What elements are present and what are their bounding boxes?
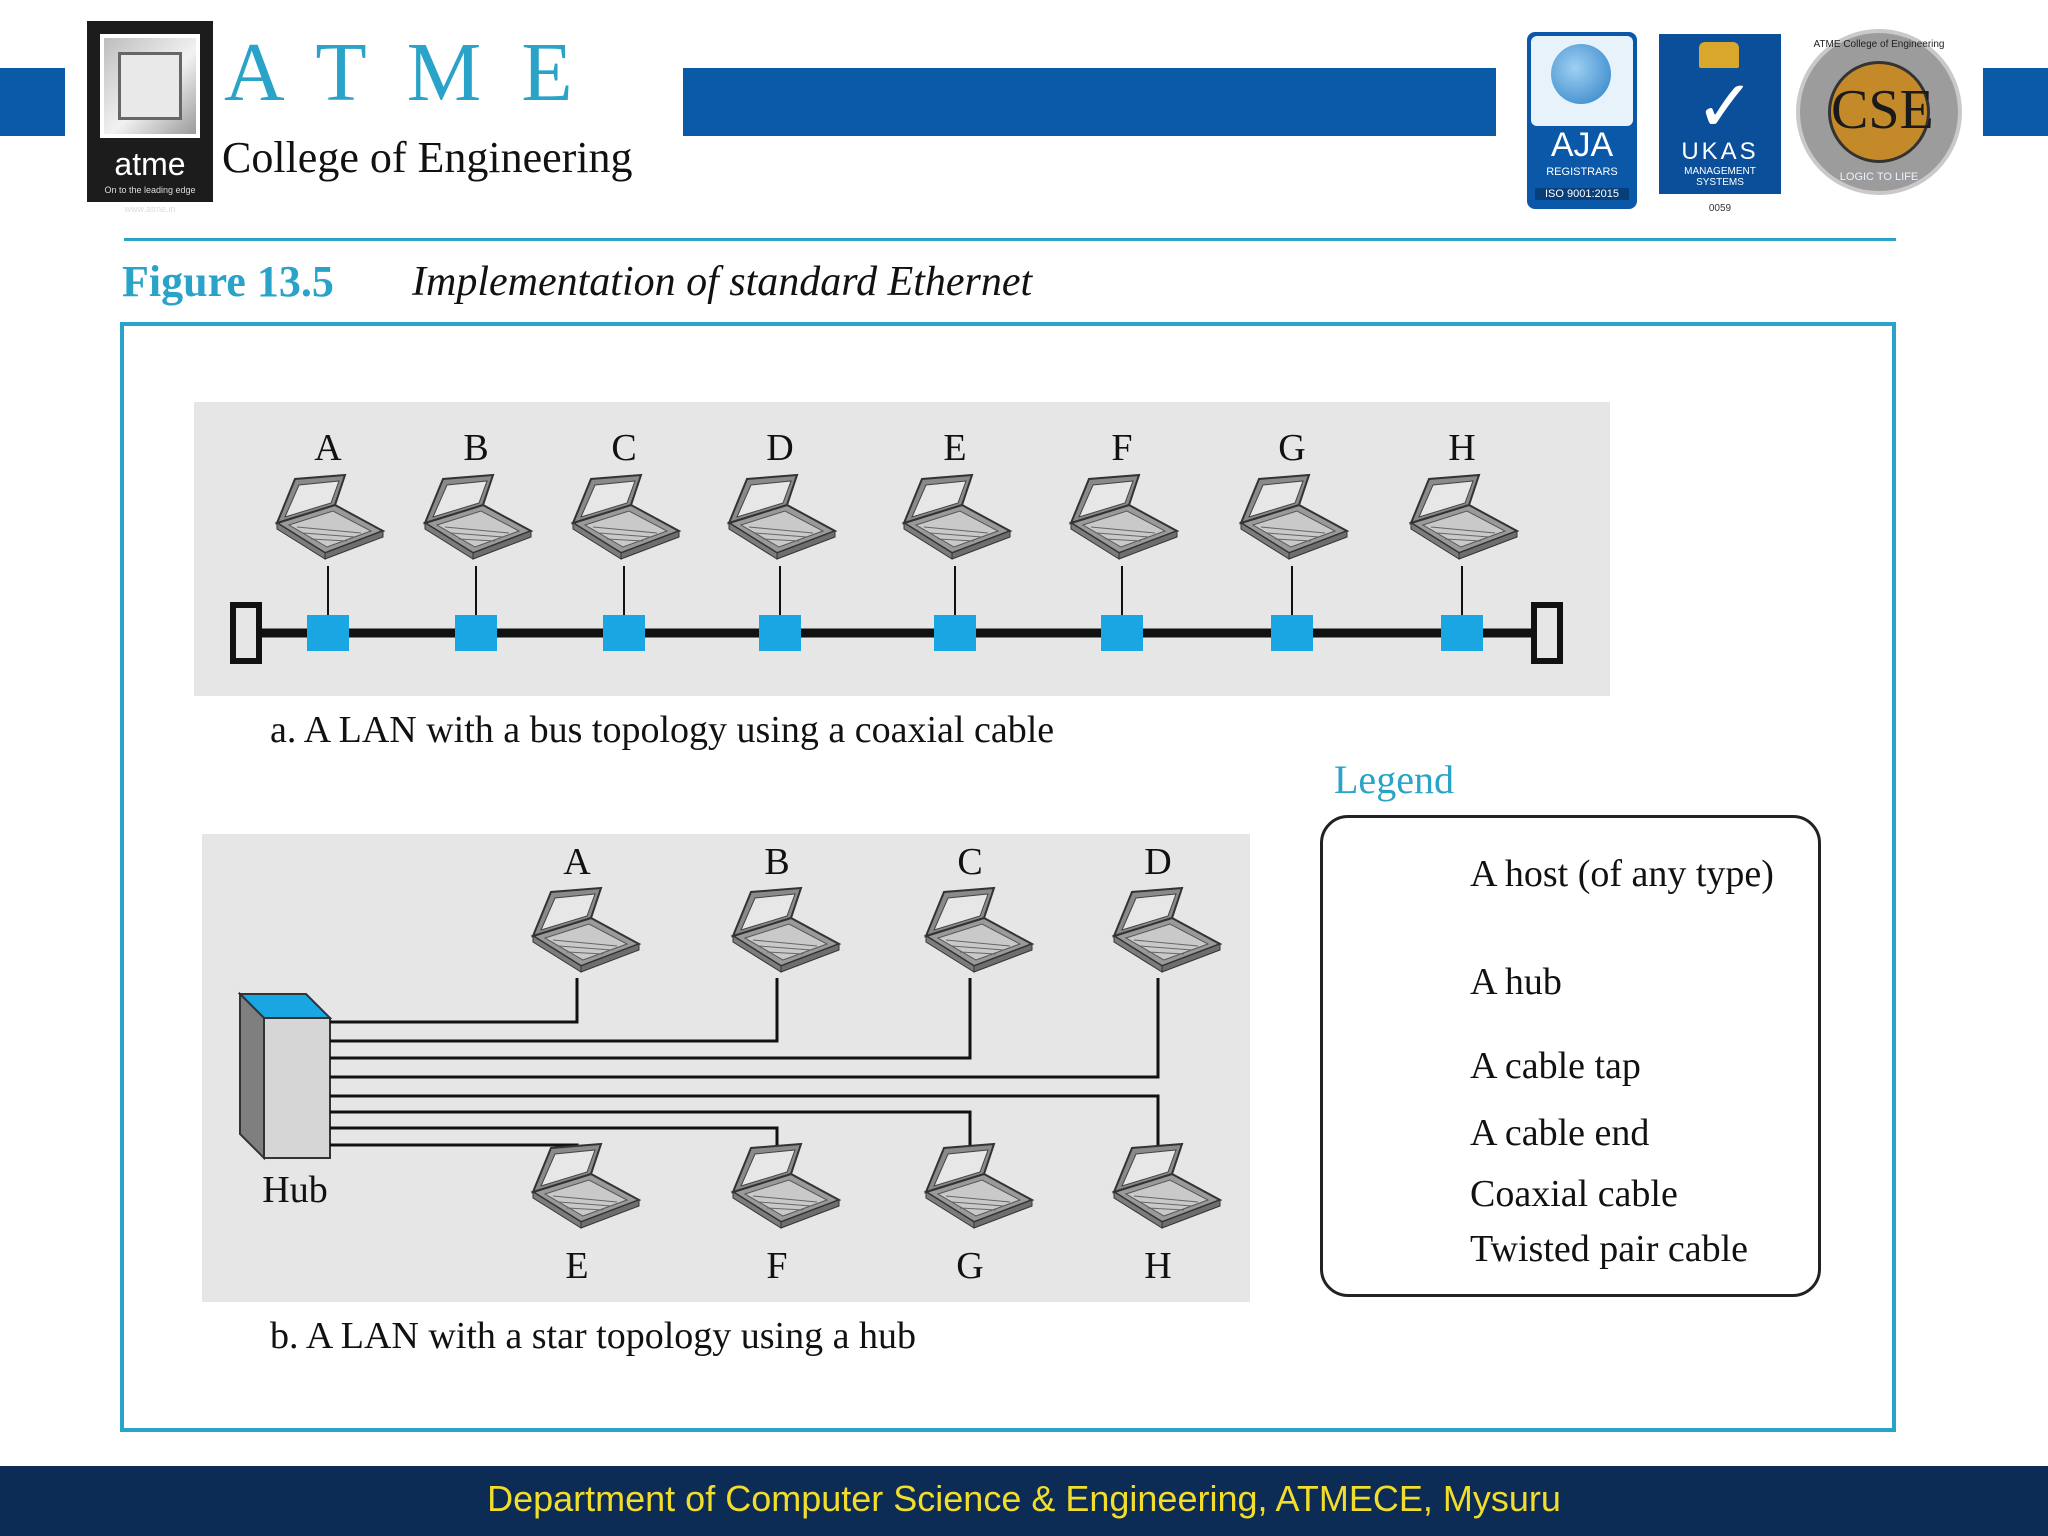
star-host-label-F: F <box>766 1245 788 1287</box>
host-A-laptop-icon <box>276 474 384 560</box>
star-host-label-H: H <box>1144 1245 1172 1287</box>
star-host-label-D: D <box>1144 841 1172 883</box>
logo-url: www.atme.in <box>124 204 176 214</box>
star-host-label-E: E <box>565 1245 589 1287</box>
star-host-F-laptop-icon <box>732 1143 840 1229</box>
star-host-E-laptop-icon <box>532 1143 640 1229</box>
twisted-pair-E <box>330 1143 579 1152</box>
legend-hub-label: A hub <box>1470 961 1562 1003</box>
cse-ring-top: ATME College of Engineering <box>1813 39 1945 50</box>
cable-end-right <box>1531 602 1563 664</box>
star-topology-panel <box>202 834 1250 1302</box>
logo-word: atme <box>114 146 186 182</box>
legend-end-label: A cable end <box>1470 1112 1650 1154</box>
cable-tap-C <box>603 615 645 651</box>
cable-tap-A <box>307 615 349 651</box>
bus-host-label-A: A <box>314 427 342 469</box>
bus-host-label-G: G <box>1278 427 1306 469</box>
footer-text: Department of Computer Science & Enginee… <box>487 1478 1561 1519</box>
aja-name: AJA <box>1550 126 1614 164</box>
star-host-C-laptop-icon <box>925 887 1033 973</box>
hub-side <box>239 991 265 1161</box>
cable-tap-H <box>1441 615 1483 651</box>
star-host-G-laptop-icon <box>925 1143 1033 1229</box>
college-name: ATME <box>224 26 613 119</box>
host-H-laptop-icon <box>1410 474 1518 560</box>
college-subtitle: College of Engineering <box>222 133 633 182</box>
star-host-D-laptop-icon <box>1113 887 1221 973</box>
twisted-pair-A <box>330 978 579 1024</box>
legend-title: Legend <box>1334 757 1454 802</box>
host-G-laptop-icon <box>1240 474 1348 560</box>
header-band-right <box>1983 68 2048 136</box>
star-host-label-G: G <box>956 1245 984 1287</box>
aja-certification-badge: AJA REGISTRARS ISO 9001:2015 <box>1527 32 1637 209</box>
star-host-A-laptop-icon <box>532 887 640 973</box>
host-D-laptop-icon <box>728 474 836 560</box>
cse-ring-bottom: LOGIC TO LIFE <box>1839 171 1919 183</box>
hub-icon <box>263 1017 331 1159</box>
star-host-label-C: C <box>957 841 983 883</box>
host-F-laptop-icon <box>1070 474 1178 560</box>
star-host-label-A: A <box>563 841 591 883</box>
twisted-pair-B <box>330 978 779 1043</box>
bus-host-label-C: C <box>611 427 637 469</box>
header-band-left <box>0 68 65 136</box>
twisted-pair-F <box>330 1126 779 1152</box>
bus-host-label-E: E <box>943 427 967 469</box>
twisted-pair-D <box>330 978 1160 1079</box>
aja-registrars: REGISTRARS <box>1546 166 1618 178</box>
logo-tagline: On to the leading edge <box>104 185 196 195</box>
bus-topology-panel <box>194 402 1610 696</box>
legend-host-label: A host (of any type) <box>1470 853 1774 895</box>
title-rule-top <box>124 238 1896 241</box>
ukas-name: UKAS <box>1681 138 1759 165</box>
logo-emblem-icon <box>100 34 200 138</box>
star-host-label-B: B <box>764 841 790 883</box>
hub-label: Hub <box>262 1169 328 1211</box>
twisted-pair-G <box>330 1110 972 1152</box>
figure-frame <box>120 322 1896 1432</box>
footer-bar <box>0 1466 2048 1536</box>
legend-box <box>1320 815 1821 1297</box>
twisted-pair-C <box>330 978 972 1060</box>
legend-twisted-label: Twisted pair cable <box>1470 1228 1749 1270</box>
cable-end-left <box>230 602 262 664</box>
aja-iso: ISO 9001:2015 <box>1535 188 1629 200</box>
header-band-middle <box>683 68 1496 136</box>
atme-logo: atme On to the leading edge www.atme.in <box>87 21 213 214</box>
figure-caption: Implementation of standard Ethernet <box>412 259 1033 305</box>
globe-icon <box>1551 44 1611 104</box>
crown-icon <box>1699 42 1739 68</box>
bus-host-label-B: B <box>463 427 489 469</box>
cse-department-seal: ATME College of Engineering CSE LOGIC TO… <box>1796 29 1962 195</box>
figure-number: Figure 13.5 <box>122 257 334 306</box>
legend-tap-label: A cable tap <box>1470 1045 1641 1087</box>
cable-tap-E <box>934 615 976 651</box>
cable-tap-B <box>455 615 497 651</box>
cable-tap-D <box>759 615 801 651</box>
bus-caption: a. A LAN with a bus topology using a coa… <box>270 709 1055 751</box>
bus-host-label-F: F <box>1111 427 1133 469</box>
ukas-certification-badge: ✓ UKAS MANAGEMENT SYSTEMS <box>1659 34 1781 194</box>
ukas-number: 0059 <box>1708 203 1732 214</box>
twisted-pair-H <box>330 1094 1160 1152</box>
legend-coax-label: Coaxial cable <box>1470 1173 1678 1215</box>
cable-tap-F <box>1101 615 1143 651</box>
host-B-laptop-icon <box>424 474 532 560</box>
bus-host-label-H: H <box>1448 427 1476 469</box>
star-host-H-laptop-icon <box>1113 1143 1221 1229</box>
star-caption: b. A LAN with a star topology using a hu… <box>270 1315 916 1357</box>
cse-seal-text: CSE <box>1831 79 1934 141</box>
host-C-laptop-icon <box>572 474 680 560</box>
host-E-laptop-icon <box>903 474 1011 560</box>
bus-host-label-D: D <box>766 427 794 469</box>
ukas-subtitle: MANAGEMENT SYSTEMS <box>1684 166 1756 188</box>
star-host-B-laptop-icon <box>732 887 840 973</box>
cable-tap-G <box>1271 615 1313 651</box>
